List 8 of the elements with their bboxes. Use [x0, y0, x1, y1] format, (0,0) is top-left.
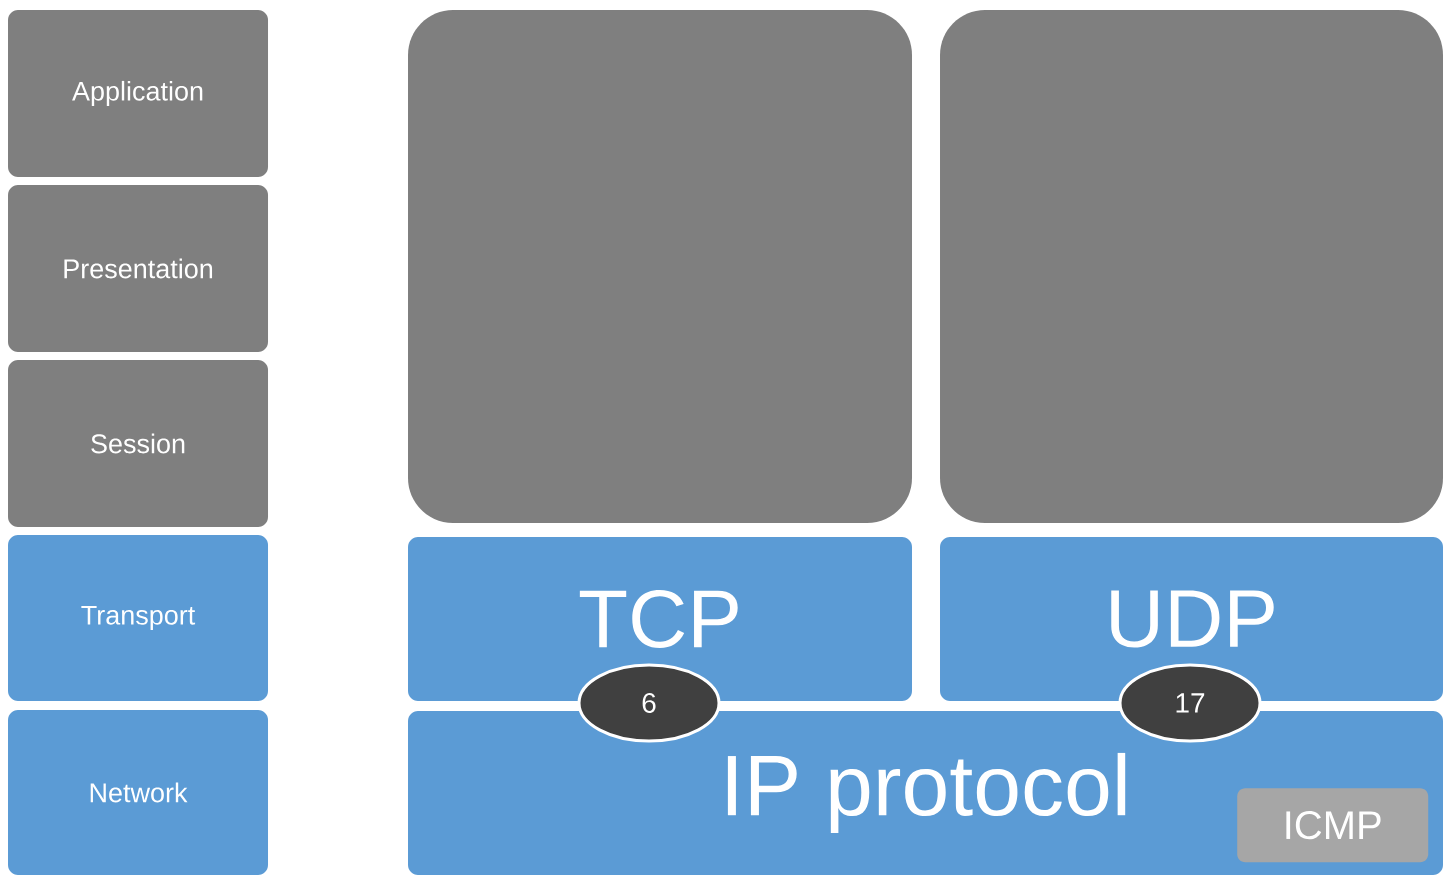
layer-box: Session: [8, 360, 268, 527]
protocol-box: ICMP: [1237, 788, 1429, 863]
application-block: [408, 10, 912, 523]
layer-box: Presentation: [8, 185, 268, 352]
application-block: [940, 10, 1443, 523]
layer-box: Transport: [8, 535, 268, 701]
layer-box: Application: [8, 10, 268, 177]
layer-box: Network: [8, 710, 268, 875]
